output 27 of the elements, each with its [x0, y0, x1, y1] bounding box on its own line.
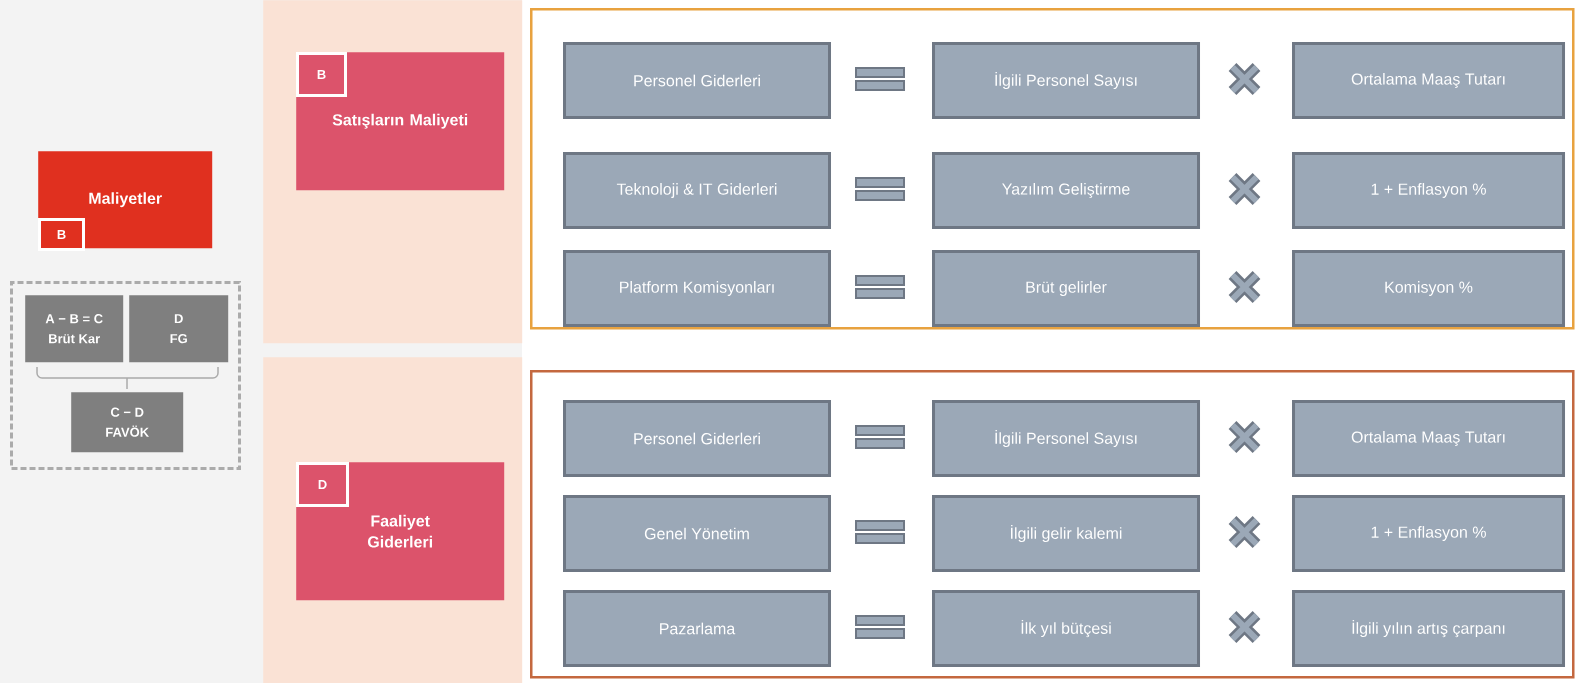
term-box: Teknoloji & IT Giderleri: [563, 152, 831, 229]
letter-badge: D: [296, 462, 349, 507]
formula-box: D FG: [129, 295, 229, 363]
term-box: Brüt gelirler: [932, 250, 1200, 327]
formula-box: A − B = C Brüt Kar: [25, 295, 124, 363]
group-frame: [530, 370, 1575, 679]
group-frame: [530, 8, 1575, 330]
term-box: Yazılım Geliştirme: [932, 152, 1200, 229]
term-box: İlgili Personel Sayısı: [932, 42, 1200, 119]
letter-badge: B: [38, 218, 85, 251]
term-box: Komisyon %: [1292, 250, 1565, 327]
term-box: 1 + Enflasyon %: [1292, 152, 1565, 229]
term-box: Personel Giderleri: [563, 42, 831, 119]
term-box: 1 + Enflasyon %: [1292, 495, 1565, 572]
term-box: Ortalama Maaş Tutarı: [1292, 400, 1565, 477]
term-box: Ortalama Maaş Tutarı: [1292, 42, 1565, 119]
term-box: Platform Komisyonları: [563, 250, 831, 327]
term-box: Personel Giderleri: [563, 400, 831, 477]
letter-badge: B: [296, 52, 347, 97]
term-box: İlk yıl bütçesi: [932, 590, 1200, 667]
term-box: Pazarlama: [563, 590, 831, 667]
term-box: İlgili gelir kalemi: [932, 495, 1200, 572]
term-box: İlgili yılın artış çarpanı: [1292, 590, 1565, 667]
term-box: İlgili Personel Sayısı: [932, 400, 1200, 477]
term-box: Genel Yönetim: [563, 495, 831, 572]
group-frame: [10, 281, 241, 470]
formula-box: C − D FAVÖK: [71, 392, 184, 453]
